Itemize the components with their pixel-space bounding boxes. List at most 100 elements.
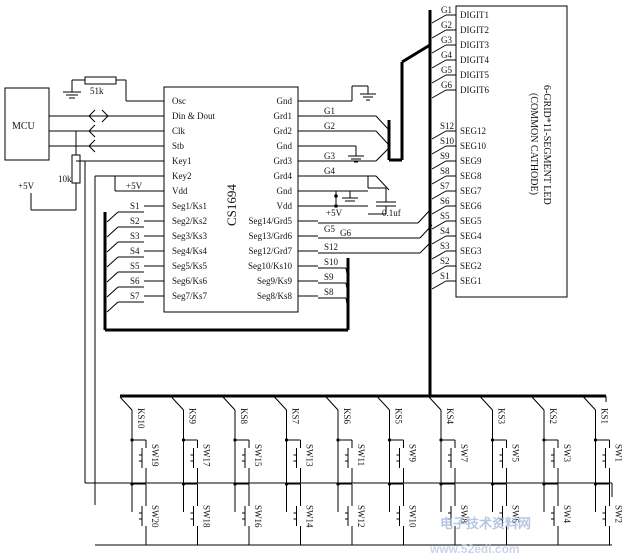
switch-label-top: SW7	[459, 444, 469, 463]
chip-right-pin: Gnd	[277, 186, 293, 196]
net-label-right: G6	[340, 228, 351, 238]
switch-label-top: SW15	[253, 444, 263, 467]
display-seg-net: S8	[440, 166, 450, 176]
chip-left-pin: Seg7/Ks7	[172, 291, 208, 301]
watermark-url: www.52edi.com	[429, 542, 520, 556]
keyscan-label: KS4	[445, 408, 455, 425]
display-seg: SEG12	[460, 126, 486, 136]
resistor-osc-label: 51k	[90, 86, 104, 96]
net-label-left: S7	[130, 291, 140, 301]
switch-label-bottom: SW18	[202, 505, 212, 528]
capacitor-label: 0.1uf	[382, 208, 401, 218]
keyscan-label: KS6	[342, 408, 352, 425]
switch-label-top: SW17	[202, 444, 212, 467]
display-subtitle: (COMMON CATHODE)	[528, 93, 539, 195]
chip-right-pin: Grd2	[274, 126, 293, 136]
switch-label-bottom: SW20	[150, 505, 160, 528]
net-label-left: S3	[130, 231, 140, 241]
switch-label-bottom: SW16	[253, 505, 263, 528]
net-label-left: S6	[130, 276, 140, 286]
resistor-key	[71, 154, 81, 184]
chip-right-pin: Seg9/Ks9	[257, 276, 293, 286]
display-seg-net: S4	[440, 226, 450, 236]
net-label-left: S5	[130, 261, 140, 271]
display-seg-net: S9	[440, 151, 450, 161]
chip-right-pin: Seg12/Grd7	[249, 246, 293, 256]
keyscan-label: KS9	[188, 408, 198, 425]
keyscan-label: KS10	[136, 408, 146, 429]
switch-label-bottom: SW12	[356, 505, 366, 528]
chip-left-pin: Seg3/Ks3	[172, 231, 208, 241]
display-seg: SEG2	[460, 261, 482, 271]
display-grid-net: G6	[441, 80, 452, 90]
chip-right-pin: Gnd	[277, 96, 293, 106]
net-label-left: S4	[130, 246, 140, 256]
chip-left-pin: Din & Dout	[172, 111, 216, 121]
chip-left-pin: Seg1/Ks1	[172, 201, 207, 211]
chip-right-pin: Grd1	[274, 111, 293, 121]
display-seg: SEG6	[460, 201, 482, 211]
switch-label-top: SW11	[356, 444, 366, 466]
display-seg: SEG10	[460, 141, 487, 151]
vdd-cap-label: +5V	[326, 208, 343, 218]
switch-label-top: SW5	[511, 444, 521, 463]
chip-body	[163, 86, 299, 313]
vdd-key-label: +5V	[126, 181, 143, 191]
chip-right-pin: Seg13/Grd6	[249, 231, 293, 241]
resistor-key-label: 10k	[58, 174, 72, 184]
chip-right-pin: Seg14/Grd5	[249, 216, 293, 226]
net-label-right: G4	[324, 166, 335, 176]
chip-left-pin: Osc	[172, 96, 186, 106]
display-seg: SEG7	[460, 186, 482, 196]
display-digit: DIGIT6	[460, 85, 489, 95]
display-grid-net: G2	[441, 20, 452, 30]
led-display	[455, 5, 568, 298]
chip-left-pin: Seg6/Ks6	[172, 276, 208, 286]
chip-right-pin: Gnd	[277, 141, 293, 151]
watermark-text: 电子技术资料网	[440, 516, 531, 531]
chip-left-pin: Seg5/Ks5	[172, 261, 208, 271]
display-seg-net: S7	[440, 181, 450, 191]
switch-label-bottom: SW6	[511, 505, 521, 524]
chip-left-pin: Seg2/Ks2	[172, 216, 207, 226]
keyscan-label: KS8	[239, 408, 249, 425]
net-label-right: S10	[324, 257, 339, 267]
display-digit: DIGIT3	[460, 40, 489, 50]
net-label-left: S2	[130, 216, 140, 226]
display-seg-net: S6	[440, 196, 450, 206]
display-grid-net: G5	[441, 65, 452, 75]
chip-name: CS1694	[224, 184, 239, 226]
chip-left-pin: Seg4/Ks4	[172, 246, 208, 256]
display-grid-net: G4	[441, 50, 452, 60]
switch-label-top: SW19	[150, 444, 160, 467]
mcu-block	[4, 87, 50, 161]
net-label-right: S8	[324, 287, 334, 297]
display-seg-net: S3	[440, 241, 450, 251]
display-title: 6-GRID*11-SEGMENT LED	[541, 85, 552, 205]
display-seg: SEG5	[460, 216, 482, 226]
net-label-right: G1	[324, 106, 335, 116]
display-seg-net: S2	[440, 256, 450, 266]
switch-label-top: SW9	[408, 444, 418, 463]
chip-left-pin: Key1	[172, 156, 192, 166]
net-label-right: S9	[324, 272, 334, 282]
chip-right-pin: Vdd	[277, 201, 293, 211]
display-seg: SEG8	[460, 171, 482, 181]
display-seg-net: S5	[440, 211, 450, 221]
display-seg-net: S10	[440, 136, 455, 146]
chip-right-pin: Grd3	[274, 156, 293, 166]
switch-label-bottom: SW8	[459, 505, 469, 524]
mcu-label: MCU	[12, 121, 36, 132]
chip-left-pin: Clk	[172, 126, 186, 136]
keyscan-label: KS5	[394, 408, 404, 425]
net-label-right: S12	[324, 242, 338, 252]
display-seg-net: S12	[440, 121, 454, 131]
vdd-main-label: +5V	[18, 181, 35, 191]
switch-label-top: SW1	[614, 444, 624, 462]
switch-label-bottom: SW14	[305, 505, 315, 528]
net-label-right: G3	[324, 151, 335, 161]
keyscan-label: KS7	[291, 408, 301, 425]
switch-label-bottom: SW10	[408, 505, 418, 528]
display-seg: SEG1	[460, 276, 482, 286]
